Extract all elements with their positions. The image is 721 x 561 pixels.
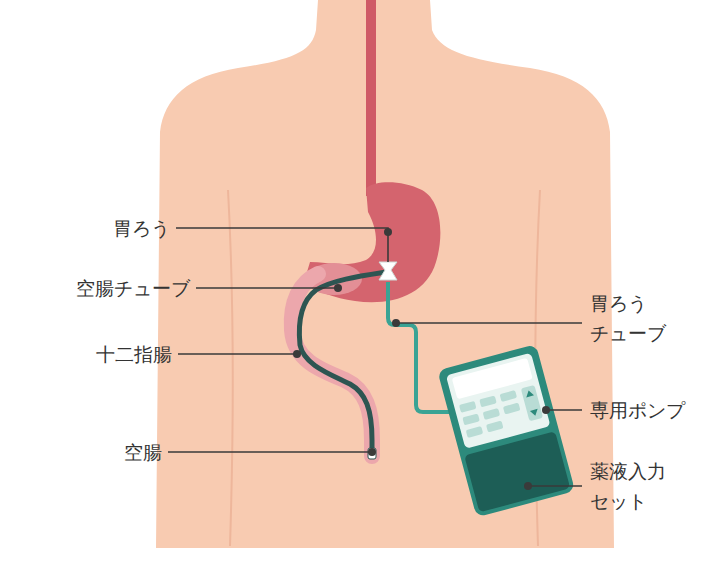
arm-line-left xyxy=(228,190,233,546)
part-label: 胃ろう xyxy=(113,213,170,243)
part-label: 薬液入力 セット xyxy=(590,456,677,517)
jejunal-tube xyxy=(299,272,386,449)
part-label: 専用ポンプ xyxy=(590,395,685,425)
part-label: 空腸 xyxy=(124,437,162,467)
pump xyxy=(437,344,575,517)
leader-lines xyxy=(168,228,582,486)
part-label: 十二指腸 xyxy=(96,339,172,369)
part-label: 胃ろう チューブ xyxy=(590,288,677,349)
esophagus xyxy=(366,0,376,196)
tube-tip xyxy=(368,448,376,459)
part-label: 空腸チューブ xyxy=(76,273,190,303)
body-silhouette xyxy=(156,0,614,548)
leader-dots xyxy=(293,228,550,490)
peg-button xyxy=(379,262,397,280)
